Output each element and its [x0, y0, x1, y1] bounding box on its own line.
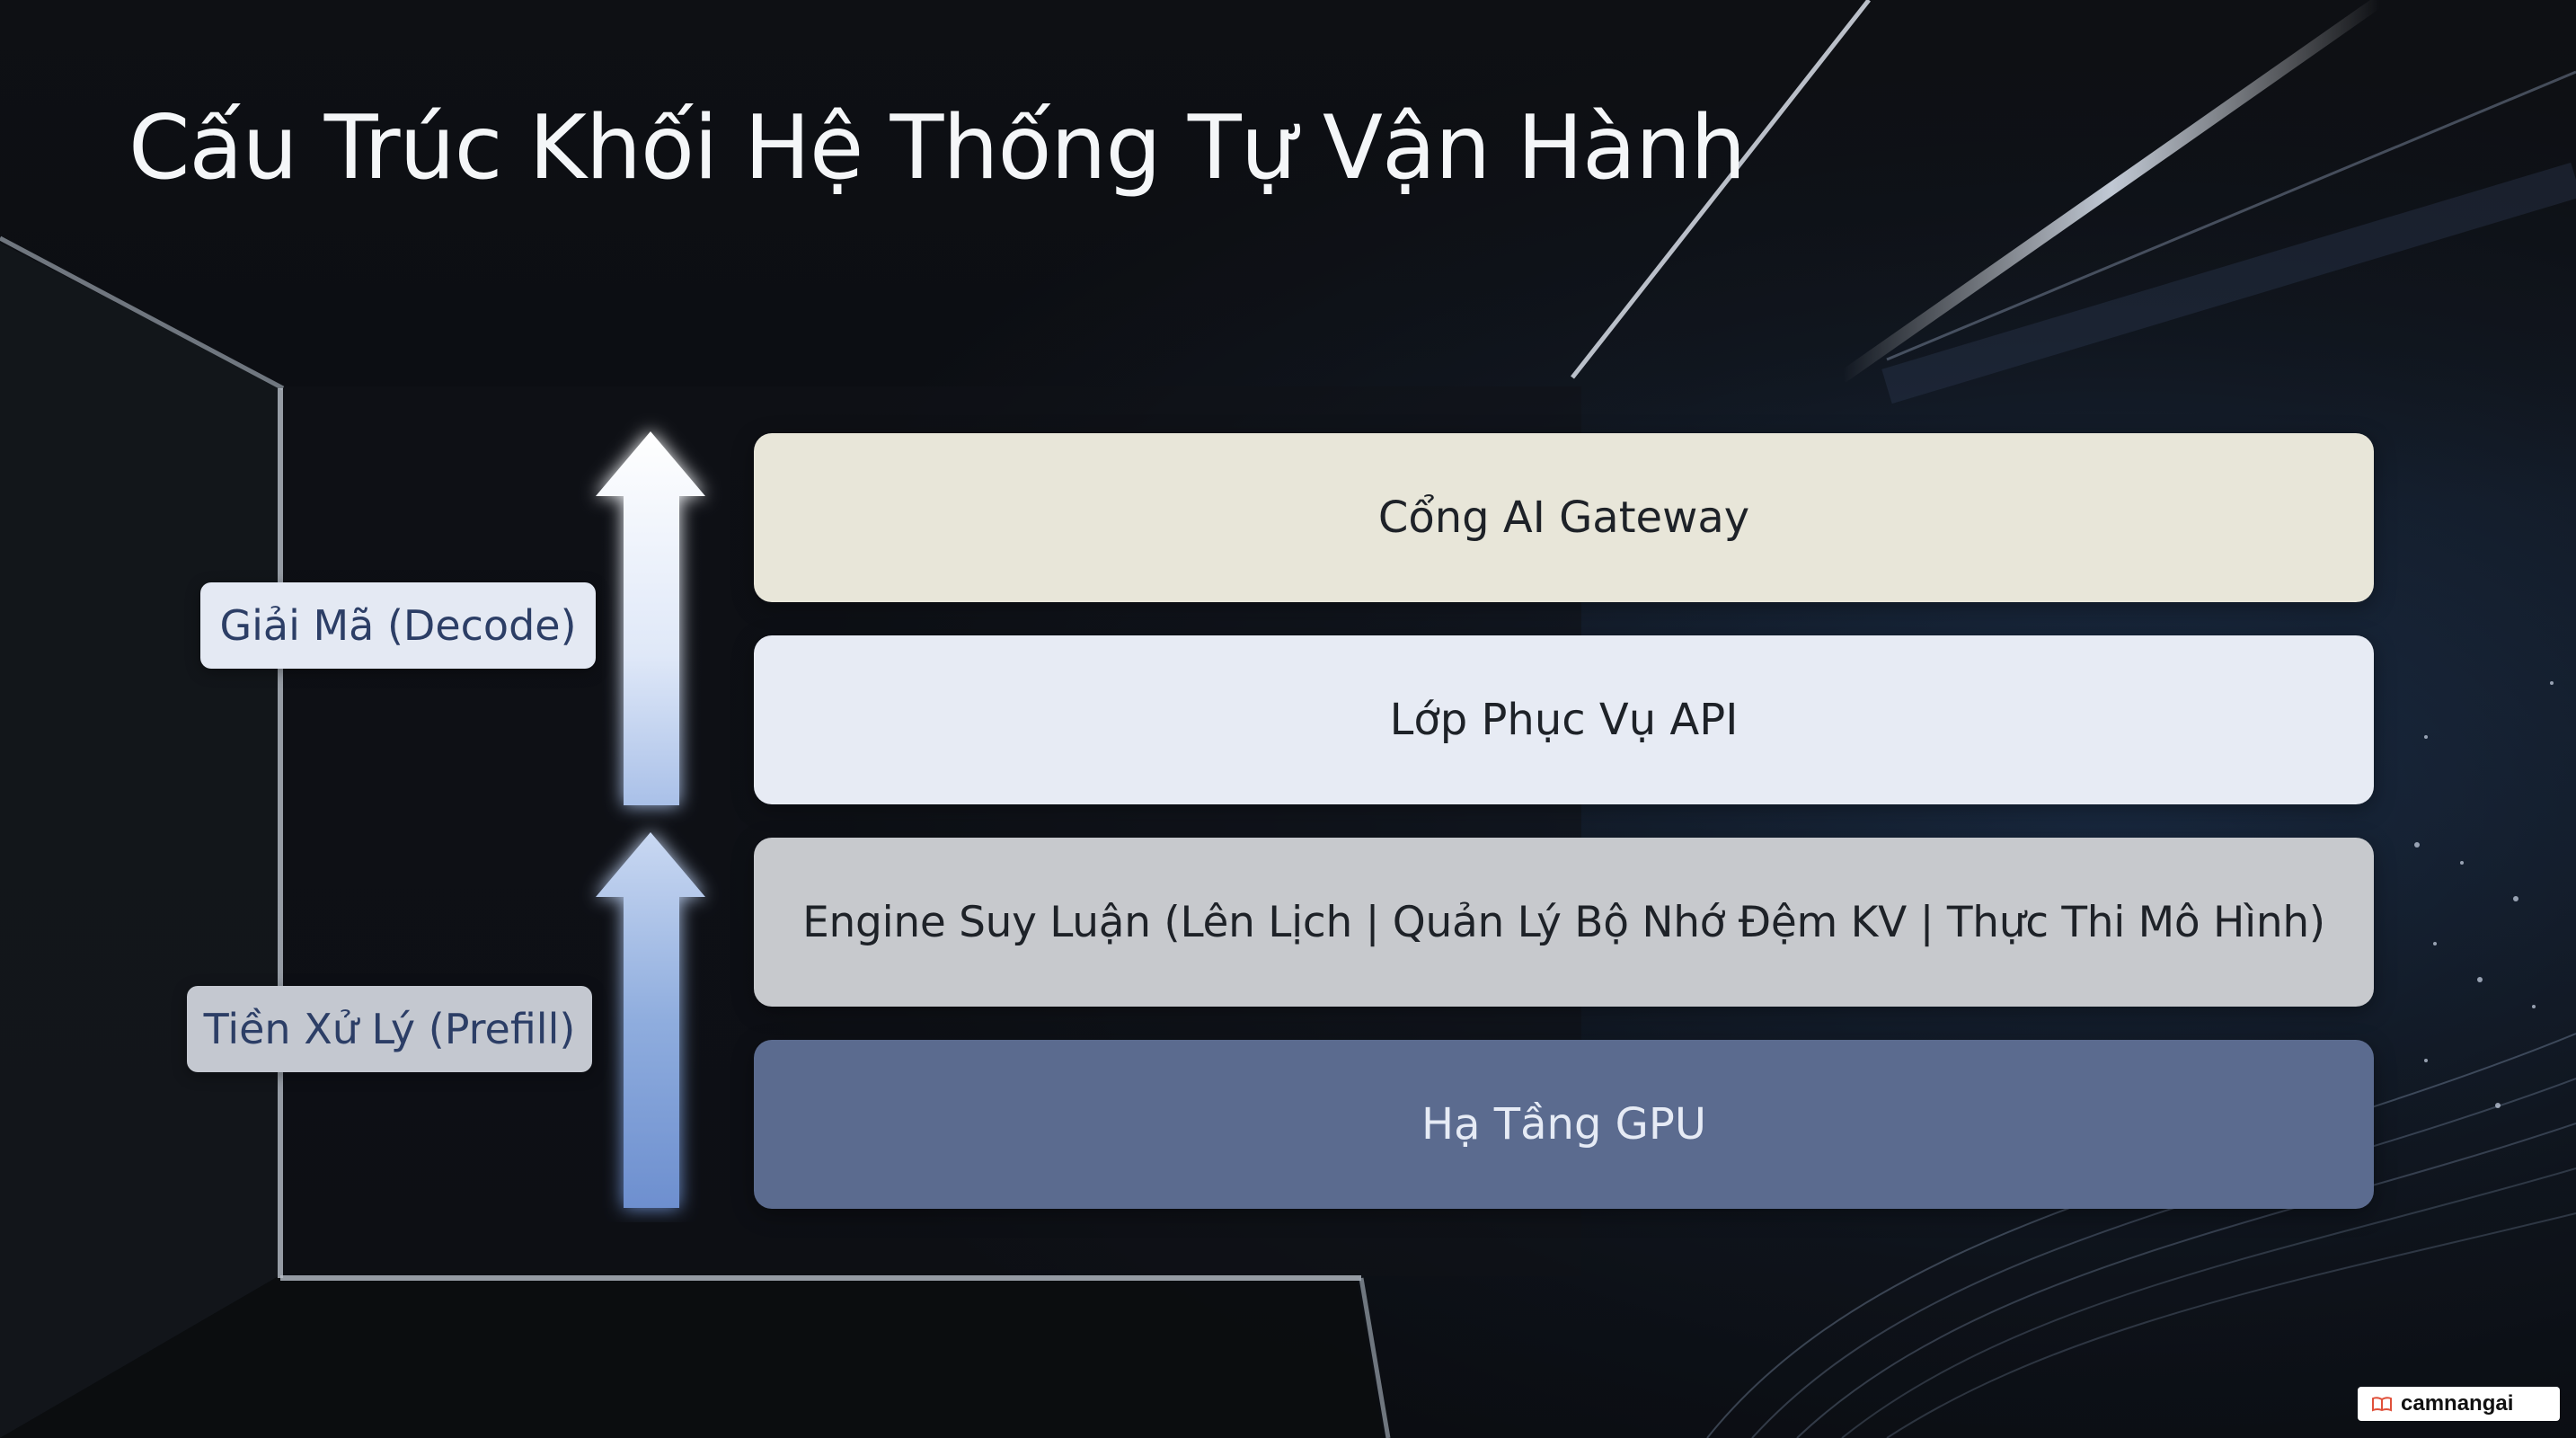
prefill-arrow-icon	[596, 832, 705, 1208]
slide-title: Cấu Trúc Khối Hệ Thống Tự Vận Hành	[128, 97, 1746, 200]
layer-gpu-infrastructure: Hạ Tầng GPU	[754, 1040, 2374, 1209]
layer-ai-gateway: Cổng AI Gateway	[754, 433, 2374, 602]
layer-api-serving: Lớp Phục Vụ API	[754, 635, 2374, 804]
prefill-phase-label: Tiền Xử Lý (Prefill)	[187, 986, 592, 1072]
watermark-text: camnangai	[2401, 1391, 2514, 1416]
book-icon	[2372, 1397, 2392, 1412]
layer-inference-engine: Engine Suy Luận (Lên Lịch | Quản Lý Bộ N…	[754, 838, 2374, 1007]
watermark-badge: camnangai	[2358, 1387, 2560, 1421]
decode-phase-label: Giải Mã (Decode)	[200, 582, 596, 669]
flow-arrows	[596, 431, 705, 1208]
decode-arrow-icon	[596, 431, 705, 805]
